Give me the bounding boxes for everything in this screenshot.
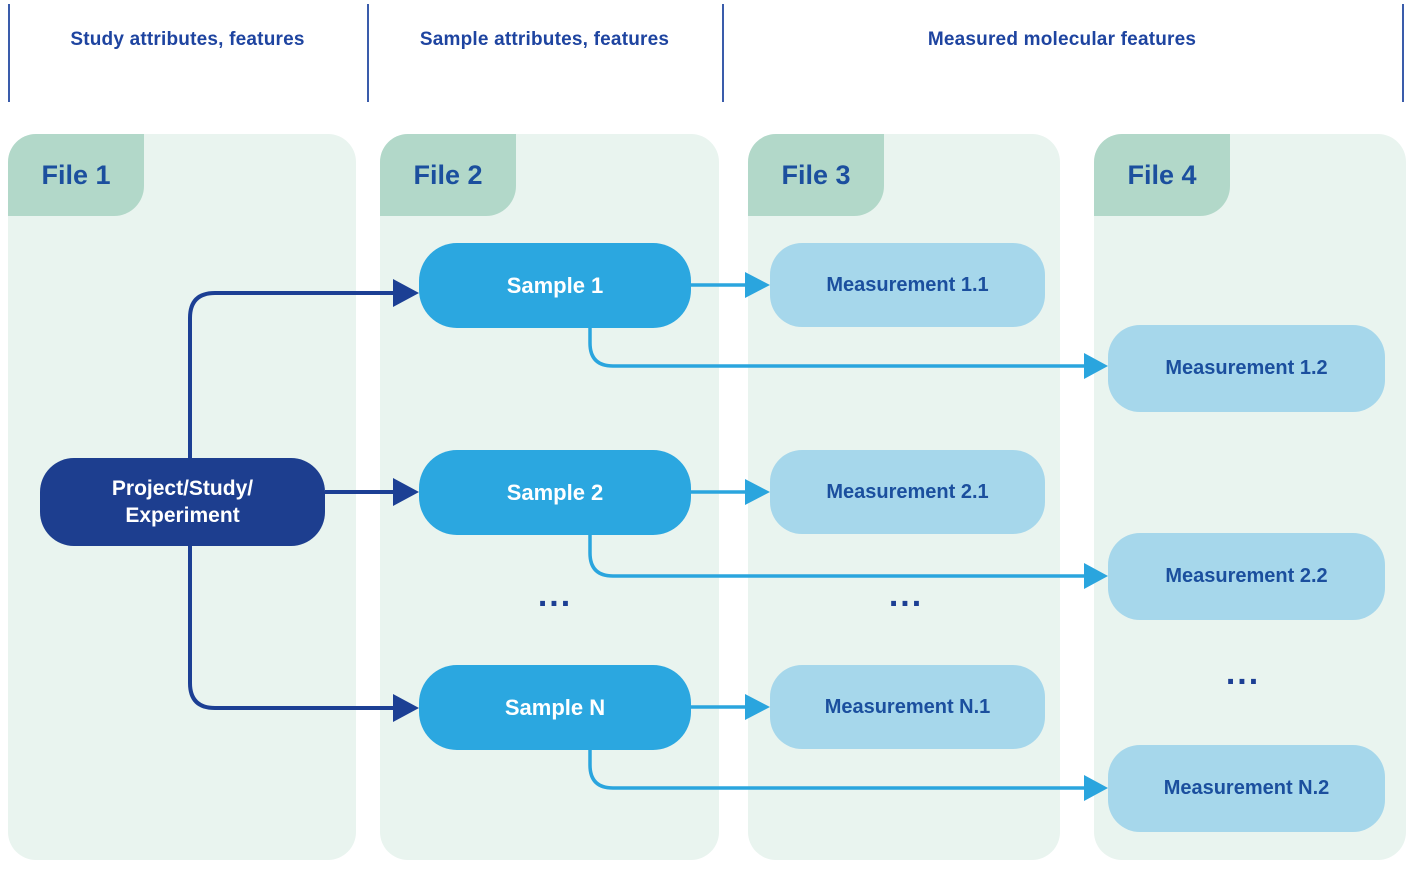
sample-1-label: Sample 1 bbox=[506, 272, 604, 298]
measurement-n-2-node: Measurement N.2 bbox=[1108, 745, 1385, 832]
measurement-1-1-node: Measurement 1.1 bbox=[770, 243, 1045, 327]
measurement-n-1-node: Measurement N.1 bbox=[770, 665, 1045, 749]
sample-n-label: Sample N bbox=[504, 694, 606, 720]
measurement-2-2-node: Measurement 2.2 bbox=[1108, 533, 1385, 620]
file-3-label: File 3 bbox=[781, 159, 851, 190]
file-1-tab: File 1 bbox=[8, 134, 144, 216]
sample-1-node: Sample 1 bbox=[419, 243, 691, 328]
sample-2-label: Sample 2 bbox=[506, 479, 604, 505]
file-3-tab: File 3 bbox=[748, 134, 884, 216]
ellipsis-samples: ... bbox=[537, 576, 573, 614]
measurement-1-1-label: Measurement 1.1 bbox=[826, 273, 989, 296]
column-header-sample: Sample attributes, features bbox=[419, 29, 670, 50]
ellipsis-measurements-col2: ... bbox=[1225, 654, 1261, 692]
sample-n-node: Sample N bbox=[419, 665, 691, 750]
file-4-panel: File 4 bbox=[1094, 134, 1406, 860]
measurement-n-2-label: Measurement N.2 bbox=[1163, 777, 1330, 799]
measurement-2-1-label: Measurement 2.1 bbox=[826, 480, 989, 503]
measurement-1-2-node: Measurement 1.2 bbox=[1108, 325, 1385, 412]
column-divider bbox=[722, 4, 724, 102]
measurement-2-1-node: Measurement 2.1 bbox=[770, 450, 1045, 534]
column-divider bbox=[8, 4, 10, 102]
sample-2-node: Sample 2 bbox=[419, 450, 691, 535]
column-header-study: Study attributes, features bbox=[70, 29, 305, 50]
file-2-tab: File 2 bbox=[380, 134, 516, 216]
project-node: Project/Study/ Experiment bbox=[40, 458, 325, 546]
column-divider bbox=[367, 4, 369, 102]
column-header-measurements: Measured molecular features bbox=[927, 29, 1197, 50]
file-2-label: File 2 bbox=[413, 159, 483, 190]
file-1-label: File 1 bbox=[41, 159, 111, 190]
file-4-label: File 4 bbox=[1127, 159, 1197, 190]
column-divider bbox=[1402, 4, 1404, 102]
measurement-1-2-label: Measurement 1.2 bbox=[1165, 357, 1328, 379]
project-label-line-2: Experiment bbox=[125, 504, 240, 527]
project-label-line-1: Project/Study/ bbox=[111, 477, 254, 500]
measurement-n-1-label: Measurement N.1 bbox=[824, 695, 991, 718]
file-4-tab: File 4 bbox=[1094, 134, 1230, 216]
measurement-2-2-label: Measurement 2.2 bbox=[1165, 565, 1328, 587]
ellipsis-measurements-col1: ... bbox=[888, 576, 924, 614]
